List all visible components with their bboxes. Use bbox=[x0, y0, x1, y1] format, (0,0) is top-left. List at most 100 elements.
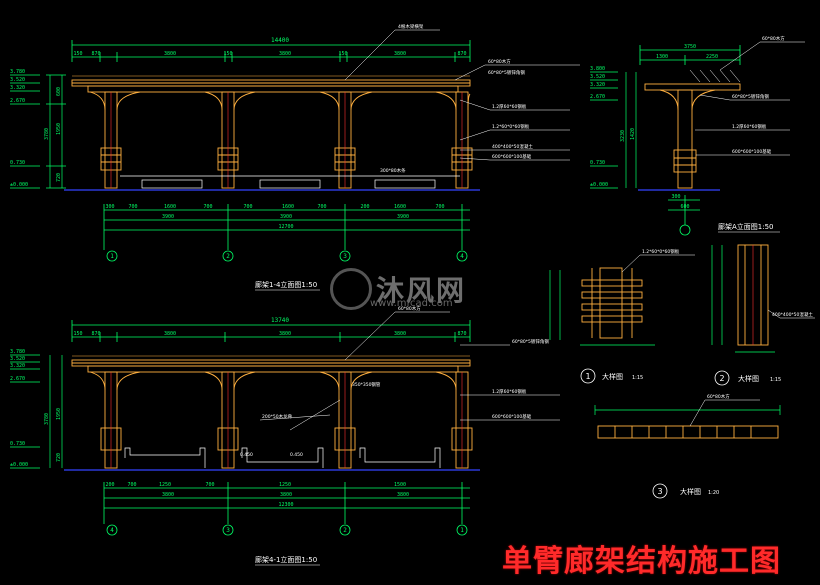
dim-text: 3900 bbox=[397, 214, 409, 220]
drawing-title: 单臂廊架结构施工图 bbox=[502, 544, 781, 579]
watermark-logo-icon bbox=[330, 268, 372, 310]
dim-text: 1600 bbox=[282, 204, 294, 210]
note-text: 60*80*5镀锌角钢 bbox=[488, 69, 525, 76]
elev1-title: 廊架1-4立面图1:50 bbox=[255, 280, 317, 289]
note-text: 1.2*60*0*60钢板 bbox=[642, 248, 680, 255]
level-text: 3.320 bbox=[10, 363, 25, 369]
level-text: 3.520 bbox=[10, 356, 25, 362]
vdim-text: 720 bbox=[56, 453, 62, 462]
elev1-benches bbox=[120, 175, 460, 189]
elev1-leaders bbox=[344, 29, 580, 161]
vdim-text: 1420 bbox=[630, 128, 636, 140]
note-text: 350*350钢管 bbox=[352, 381, 381, 388]
level-mark: 0.450 bbox=[290, 452, 303, 458]
side-bottom-dims bbox=[668, 195, 700, 236]
dim-text: 3800 bbox=[397, 492, 409, 498]
level-text: 0.730 bbox=[10, 160, 25, 166]
dim-text: 870 bbox=[91, 51, 100, 57]
dim-total: 12700 bbox=[278, 224, 293, 230]
dim-text: 150 bbox=[338, 51, 347, 57]
note-text: 1.2厚60*60钢板 bbox=[492, 388, 527, 395]
detail-1: 1.2*60*0*60钢板 1 大样图 1:15 bbox=[549, 248, 695, 384]
dim-text: 3800 bbox=[164, 331, 176, 337]
dim-text: 1600 bbox=[164, 204, 176, 210]
elev1-top-dims bbox=[71, 40, 471, 62]
dim-text: 870 bbox=[457, 51, 466, 57]
note-text: 60*80木方 bbox=[762, 35, 785, 42]
detail-1-num: 1 bbox=[585, 372, 590, 381]
vdim-text: 3780 bbox=[44, 128, 50, 140]
note-text: 400*400*50混凝土 bbox=[772, 311, 813, 318]
elevation-1: 14400 150 870 3800 150 3800 150 3800 870… bbox=[10, 23, 580, 291]
note-text: 60*80木方 bbox=[707, 393, 730, 400]
dim-text: 300 bbox=[105, 204, 114, 210]
note-text: 4根木梁横架 bbox=[398, 23, 424, 30]
dim-text: 1250 bbox=[279, 482, 291, 488]
level-text: 3.320 bbox=[590, 82, 605, 88]
dim-text: 1500 bbox=[394, 482, 406, 488]
elev2-top-total: 13740 bbox=[271, 317, 289, 324]
level-text: ±0.000 bbox=[590, 182, 608, 188]
elev2-title: 廊架4-1立面图1:50 bbox=[255, 555, 317, 564]
vdim-text: 3230 bbox=[620, 130, 626, 142]
vdim-text: 600 bbox=[56, 87, 62, 96]
dim-text: 3800 bbox=[162, 492, 174, 498]
dim-text: 700 bbox=[435, 204, 444, 210]
elev2-planters bbox=[124, 447, 441, 468]
note-text: 200*50木龙骨 bbox=[262, 413, 293, 420]
side-top-total: 3750 bbox=[684, 44, 696, 50]
detail-1-scale: 1:15 bbox=[632, 375, 643, 381]
dim-text: 150 bbox=[223, 51, 232, 57]
side-structure bbox=[644, 83, 741, 189]
level-text: ±0.000 bbox=[10, 462, 28, 468]
elevation-2: 13740 150 870 3800 3800 3800 870 3.780 3… bbox=[10, 305, 560, 566]
axis-label: 4 bbox=[460, 253, 464, 260]
detail-3-scale: 1:20 bbox=[708, 490, 719, 496]
note-text: 1.2*60*0*60钢板 bbox=[492, 123, 530, 130]
dim-text: 2250 bbox=[706, 54, 718, 60]
elev2-top-dims bbox=[71, 320, 471, 342]
elev2-leaders bbox=[259, 311, 560, 431]
axis-label: 1 bbox=[460, 527, 464, 534]
dim-text: 3800 bbox=[279, 51, 291, 57]
level-text: ±0.000 bbox=[10, 182, 28, 188]
dim-text: 200 bbox=[360, 204, 369, 210]
note-text: 60*80*5镀锌角钢 bbox=[732, 93, 769, 100]
axis-label: 4 bbox=[110, 527, 114, 534]
detail-2: 400*400*50混凝土 2 大样图 1:15 bbox=[711, 244, 815, 386]
detail-3: 60*80木方 3 大样图 1:20 bbox=[594, 393, 781, 499]
note-text: 400*400*50混凝土 bbox=[492, 143, 533, 150]
elev2-axes bbox=[106, 524, 468, 536]
level-text: 0.730 bbox=[10, 441, 25, 447]
side-leaders bbox=[695, 41, 805, 156]
level-mark: 0.450 bbox=[240, 452, 253, 458]
dim-text: 3900 bbox=[162, 214, 174, 220]
level-text: 2.670 bbox=[590, 94, 605, 100]
axis-label: 2 bbox=[343, 527, 347, 534]
detail-3-title: 大样图 bbox=[680, 487, 701, 496]
vdim-text: 1950 bbox=[56, 408, 62, 420]
side-top-dims bbox=[639, 45, 741, 65]
dim-text: 700 bbox=[128, 204, 137, 210]
note-text: 1.2厚60*60钢板 bbox=[732, 123, 767, 130]
level-text: 3.800 bbox=[590, 66, 605, 72]
watermark: 沐风网 www.mfcad.com bbox=[330, 268, 466, 310]
dim-text: 870 bbox=[457, 331, 466, 337]
elev2-notes: 60*80木方 60*80*5镀锌角钢 1.2厚60*60钢板 600*600*… bbox=[262, 305, 549, 420]
dim-text: 200 bbox=[105, 482, 114, 488]
level-text: 0.730 bbox=[590, 160, 605, 166]
watermark-url: www.mfcad.com bbox=[370, 298, 453, 309]
dim-text: 3900 bbox=[280, 214, 292, 220]
dim-text: 600 bbox=[680, 204, 689, 210]
elev1-column-core bbox=[110, 92, 463, 188]
elev2-levels bbox=[10, 354, 63, 469]
note-text: 1.2厚60*60钢板 bbox=[492, 103, 527, 110]
dim-text: 700 bbox=[243, 204, 252, 210]
elev1-top-total: 14400 bbox=[271, 37, 289, 44]
side-title: 廊架A立面图1:50 bbox=[718, 222, 774, 231]
side-rafters bbox=[689, 69, 741, 83]
dim-total: 12300 bbox=[278, 502, 293, 508]
elev1-notes: 4根木梁横架 60*80木方 60*80*5镀锌角钢 1.2厚60*60钢板 1… bbox=[380, 23, 533, 174]
side-elevation-a: 3750 1300 2250 3.800 3.520 3.320 2.670 0… bbox=[590, 35, 805, 236]
